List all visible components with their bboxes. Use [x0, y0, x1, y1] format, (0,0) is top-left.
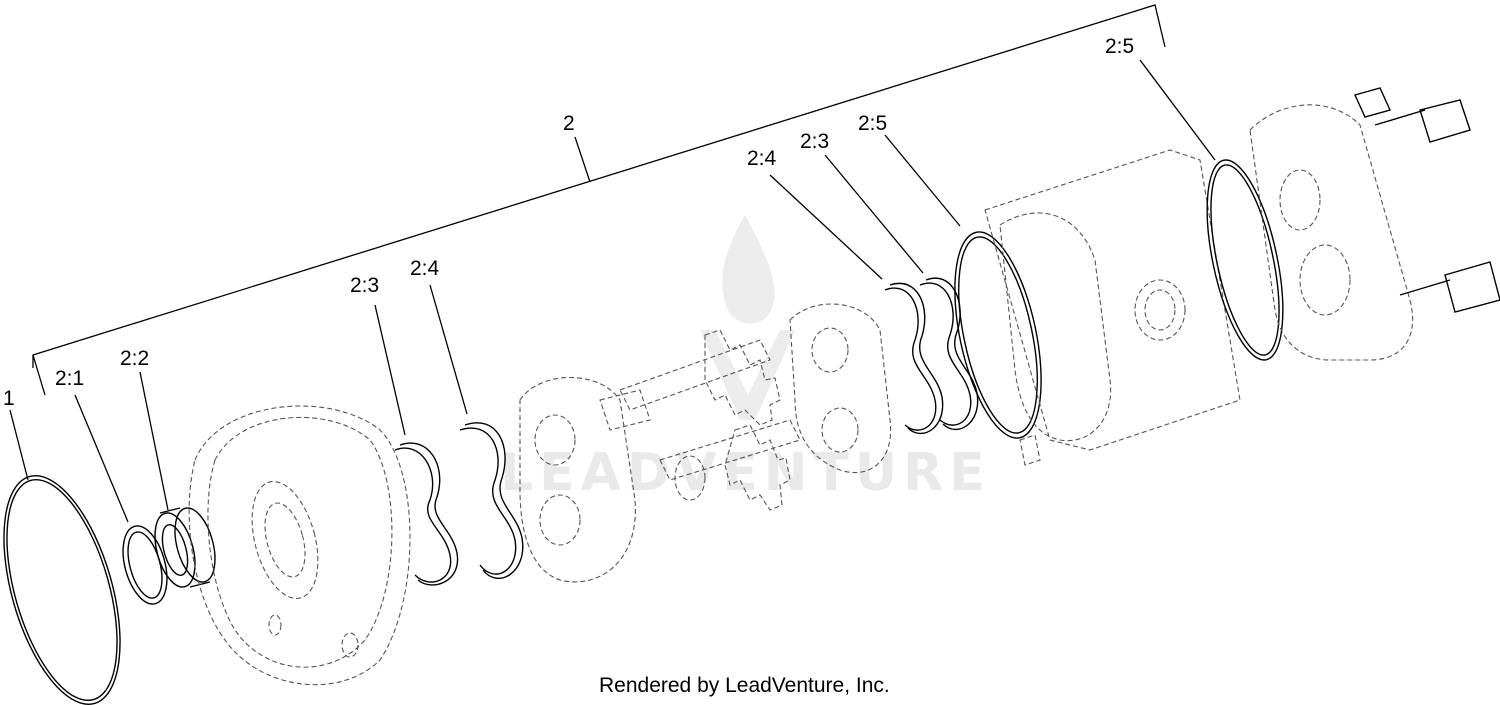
seal-left — [459, 422, 524, 580]
shaft-seal — [154, 507, 216, 588]
callout-2-1: 2:1 — [55, 367, 84, 390]
o-ring-body-rear — [1206, 159, 1284, 361]
o-ring-large — [3, 475, 121, 705]
watermark: LEADVENTURE — [500, 215, 991, 503]
retaining-ring — [122, 525, 168, 605]
mounting-flange — [188, 405, 411, 686]
footer-credit: Rendered by LeadVenture, Inc. — [599, 674, 890, 697]
callout-2-4-left: 2:4 — [410, 257, 440, 280]
gear-set — [619, 329, 801, 511]
assembly-bracket — [32, 4, 1166, 396]
backup-gasket-left — [394, 442, 459, 586]
wear-plate-rear — [789, 303, 892, 474]
callout-2-4-right: 2:4 — [747, 147, 777, 170]
callout-labels: 1 2 2:1 2:2 2:3 2:4 2:4 2:3 2:5 2:5 — [3, 35, 1134, 410]
callout-1: 1 — [3, 387, 15, 410]
callout-2-3-left: 2:3 — [350, 274, 379, 297]
backup-gasket-right — [919, 277, 979, 431]
leader-lines — [9, 59, 1216, 523]
callout-2: 2 — [563, 112, 575, 135]
watermark-flame-logo — [700, 215, 795, 420]
end-cover — [1249, 104, 1414, 361]
watermark-text: LEADVENTURE — [500, 443, 991, 503]
wear-plate-front — [519, 376, 651, 583]
pump-body — [984, 149, 1241, 466]
callout-2-3-right: 2:3 — [800, 130, 829, 153]
seal-right — [884, 282, 944, 435]
callout-2-5-top: 2:5 — [1105, 35, 1134, 58]
o-ring-body-front — [954, 231, 1042, 439]
cap-screws — [1354, 87, 1500, 313]
callout-2-5-mid: 2:5 — [858, 112, 887, 135]
callout-2-2: 2:2 — [120, 347, 149, 370]
